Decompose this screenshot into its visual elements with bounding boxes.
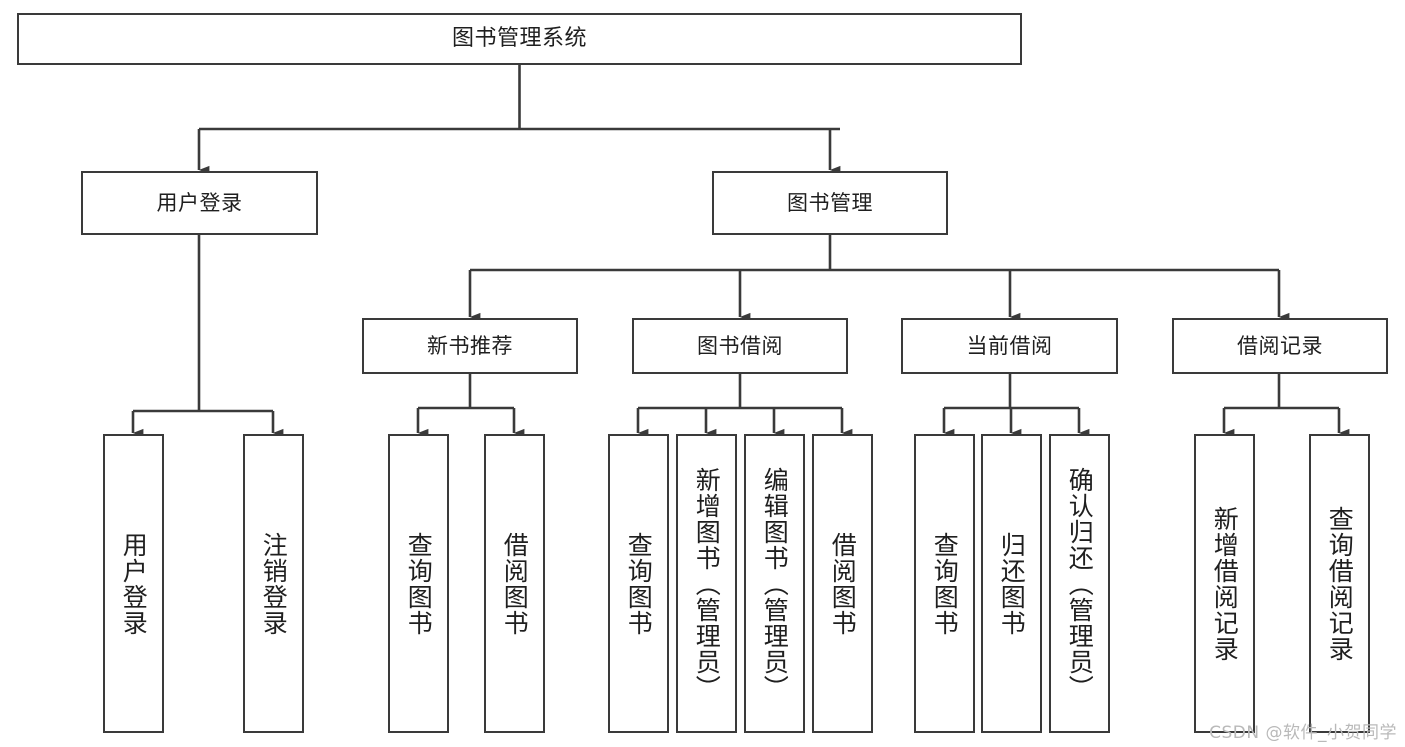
leaf-record-query-borrow-record[interactable]: 查询借阅记录: [1309, 434, 1370, 733]
leaf-current-return-book[interactable]: 归还图书: [981, 434, 1042, 733]
node-label: 图书借阅: [697, 333, 783, 358]
node-label: 查询图书: [404, 531, 434, 636]
node-label: 查询图书: [624, 531, 654, 636]
node-book-borrow[interactable]: 图书借阅: [632, 318, 848, 374]
node-borrow-record[interactable]: 借阅记录: [1172, 318, 1388, 374]
node-label: 注销登录: [259, 531, 289, 636]
leaf-user-login-logout[interactable]: 注销登录: [243, 434, 304, 733]
node-label: 确认归还（管理员）: [1065, 466, 1095, 701]
leaf-borrow-edit-book-admin[interactable]: 编辑图书（管理员）: [744, 434, 805, 733]
csdn-watermark: CSDN @软件_小贺同学: [1209, 723, 1397, 743]
node-label: 用户登录: [119, 531, 149, 636]
leaf-borrow-borrow-book[interactable]: 借阅图书: [812, 434, 873, 733]
leaf-new-book-borrow[interactable]: 借阅图书: [484, 434, 545, 733]
node-user-login[interactable]: 用户登录: [81, 171, 318, 235]
leaf-user-login-login[interactable]: 用户登录: [103, 434, 164, 733]
node-label: 用户登录: [156, 190, 243, 215]
node-label: 新增图书（管理员）: [692, 466, 722, 701]
node-label: 借阅图书: [500, 531, 530, 636]
node-label: 借阅记录: [1237, 333, 1323, 358]
leaf-current-query-book[interactable]: 查询图书: [914, 434, 975, 733]
node-label: 查询图书: [930, 531, 960, 636]
node-label: 图书管理: [787, 190, 873, 215]
node-label: 新书推荐: [427, 333, 513, 358]
leaf-new-book-query[interactable]: 查询图书: [388, 434, 449, 733]
node-label: 当前借阅: [966, 333, 1053, 358]
node-label: 归还图书: [997, 531, 1027, 636]
leaf-borrow-query-book[interactable]: 查询图书: [608, 434, 669, 733]
node-label: 新增借阅记录: [1210, 505, 1240, 662]
node-label: 借阅图书: [828, 531, 858, 636]
node-current-borrow[interactable]: 当前借阅: [901, 318, 1118, 374]
leaf-current-confirm-return-admin[interactable]: 确认归还（管理员）: [1049, 434, 1110, 733]
node-label: 图书管理系统: [451, 26, 587, 52]
node-new-book-recommend[interactable]: 新书推荐: [362, 318, 578, 374]
leaf-borrow-add-book-admin[interactable]: 新增图书（管理员）: [676, 434, 737, 733]
node-root-book-management-system[interactable]: 图书管理系统: [17, 13, 1022, 65]
node-book-management[interactable]: 图书管理: [712, 171, 948, 235]
leaf-record-add-borrow-record[interactable]: 新增借阅记录: [1194, 434, 1255, 733]
node-label: 编辑图书（管理员）: [760, 466, 790, 701]
node-label: 查询借阅记录: [1325, 505, 1355, 662]
